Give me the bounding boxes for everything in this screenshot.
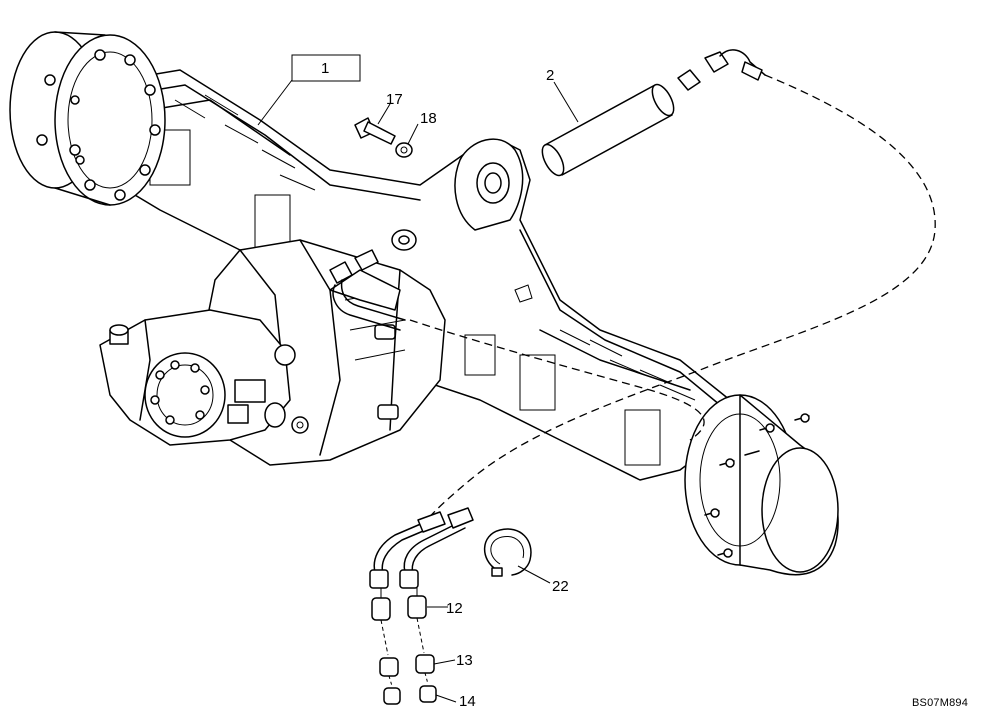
callout-14: 14 (459, 693, 476, 710)
adapter-part-13 (379, 654, 435, 687)
adapter-part-12 (371, 588, 427, 656)
callout-17: 17 (386, 91, 403, 108)
circlip-part-22 (483, 528, 532, 577)
upper-right-fittings (677, 49, 766, 91)
lower-hoses (369, 507, 474, 589)
axle-housing (109, 69, 731, 481)
callout-1: 1 (321, 60, 329, 77)
drawing-code: BS07M894 (912, 697, 968, 709)
left-wheel-hub (9, 31, 166, 206)
hose-route-dashed (419, 74, 936, 531)
callout-18: 18 (420, 110, 437, 127)
hose-route-dashed-2 (409, 319, 705, 441)
right-wheel-hub (684, 394, 839, 576)
callout-13: 13 (456, 652, 473, 669)
callout-12: 12 (446, 600, 463, 617)
callout-2: 2 (546, 67, 554, 84)
housing-hose-fittings (329, 249, 406, 331)
cap-part-14 (383, 685, 437, 705)
hydraulic-motor (99, 309, 296, 446)
leader-lines (257, 79, 579, 703)
nut-part-18 (395, 142, 413, 158)
callout-box-1 (291, 54, 361, 82)
bolt-part-17 (354, 117, 396, 145)
tube-part-2 (541, 83, 675, 177)
callout-22: 22 (552, 578, 569, 595)
